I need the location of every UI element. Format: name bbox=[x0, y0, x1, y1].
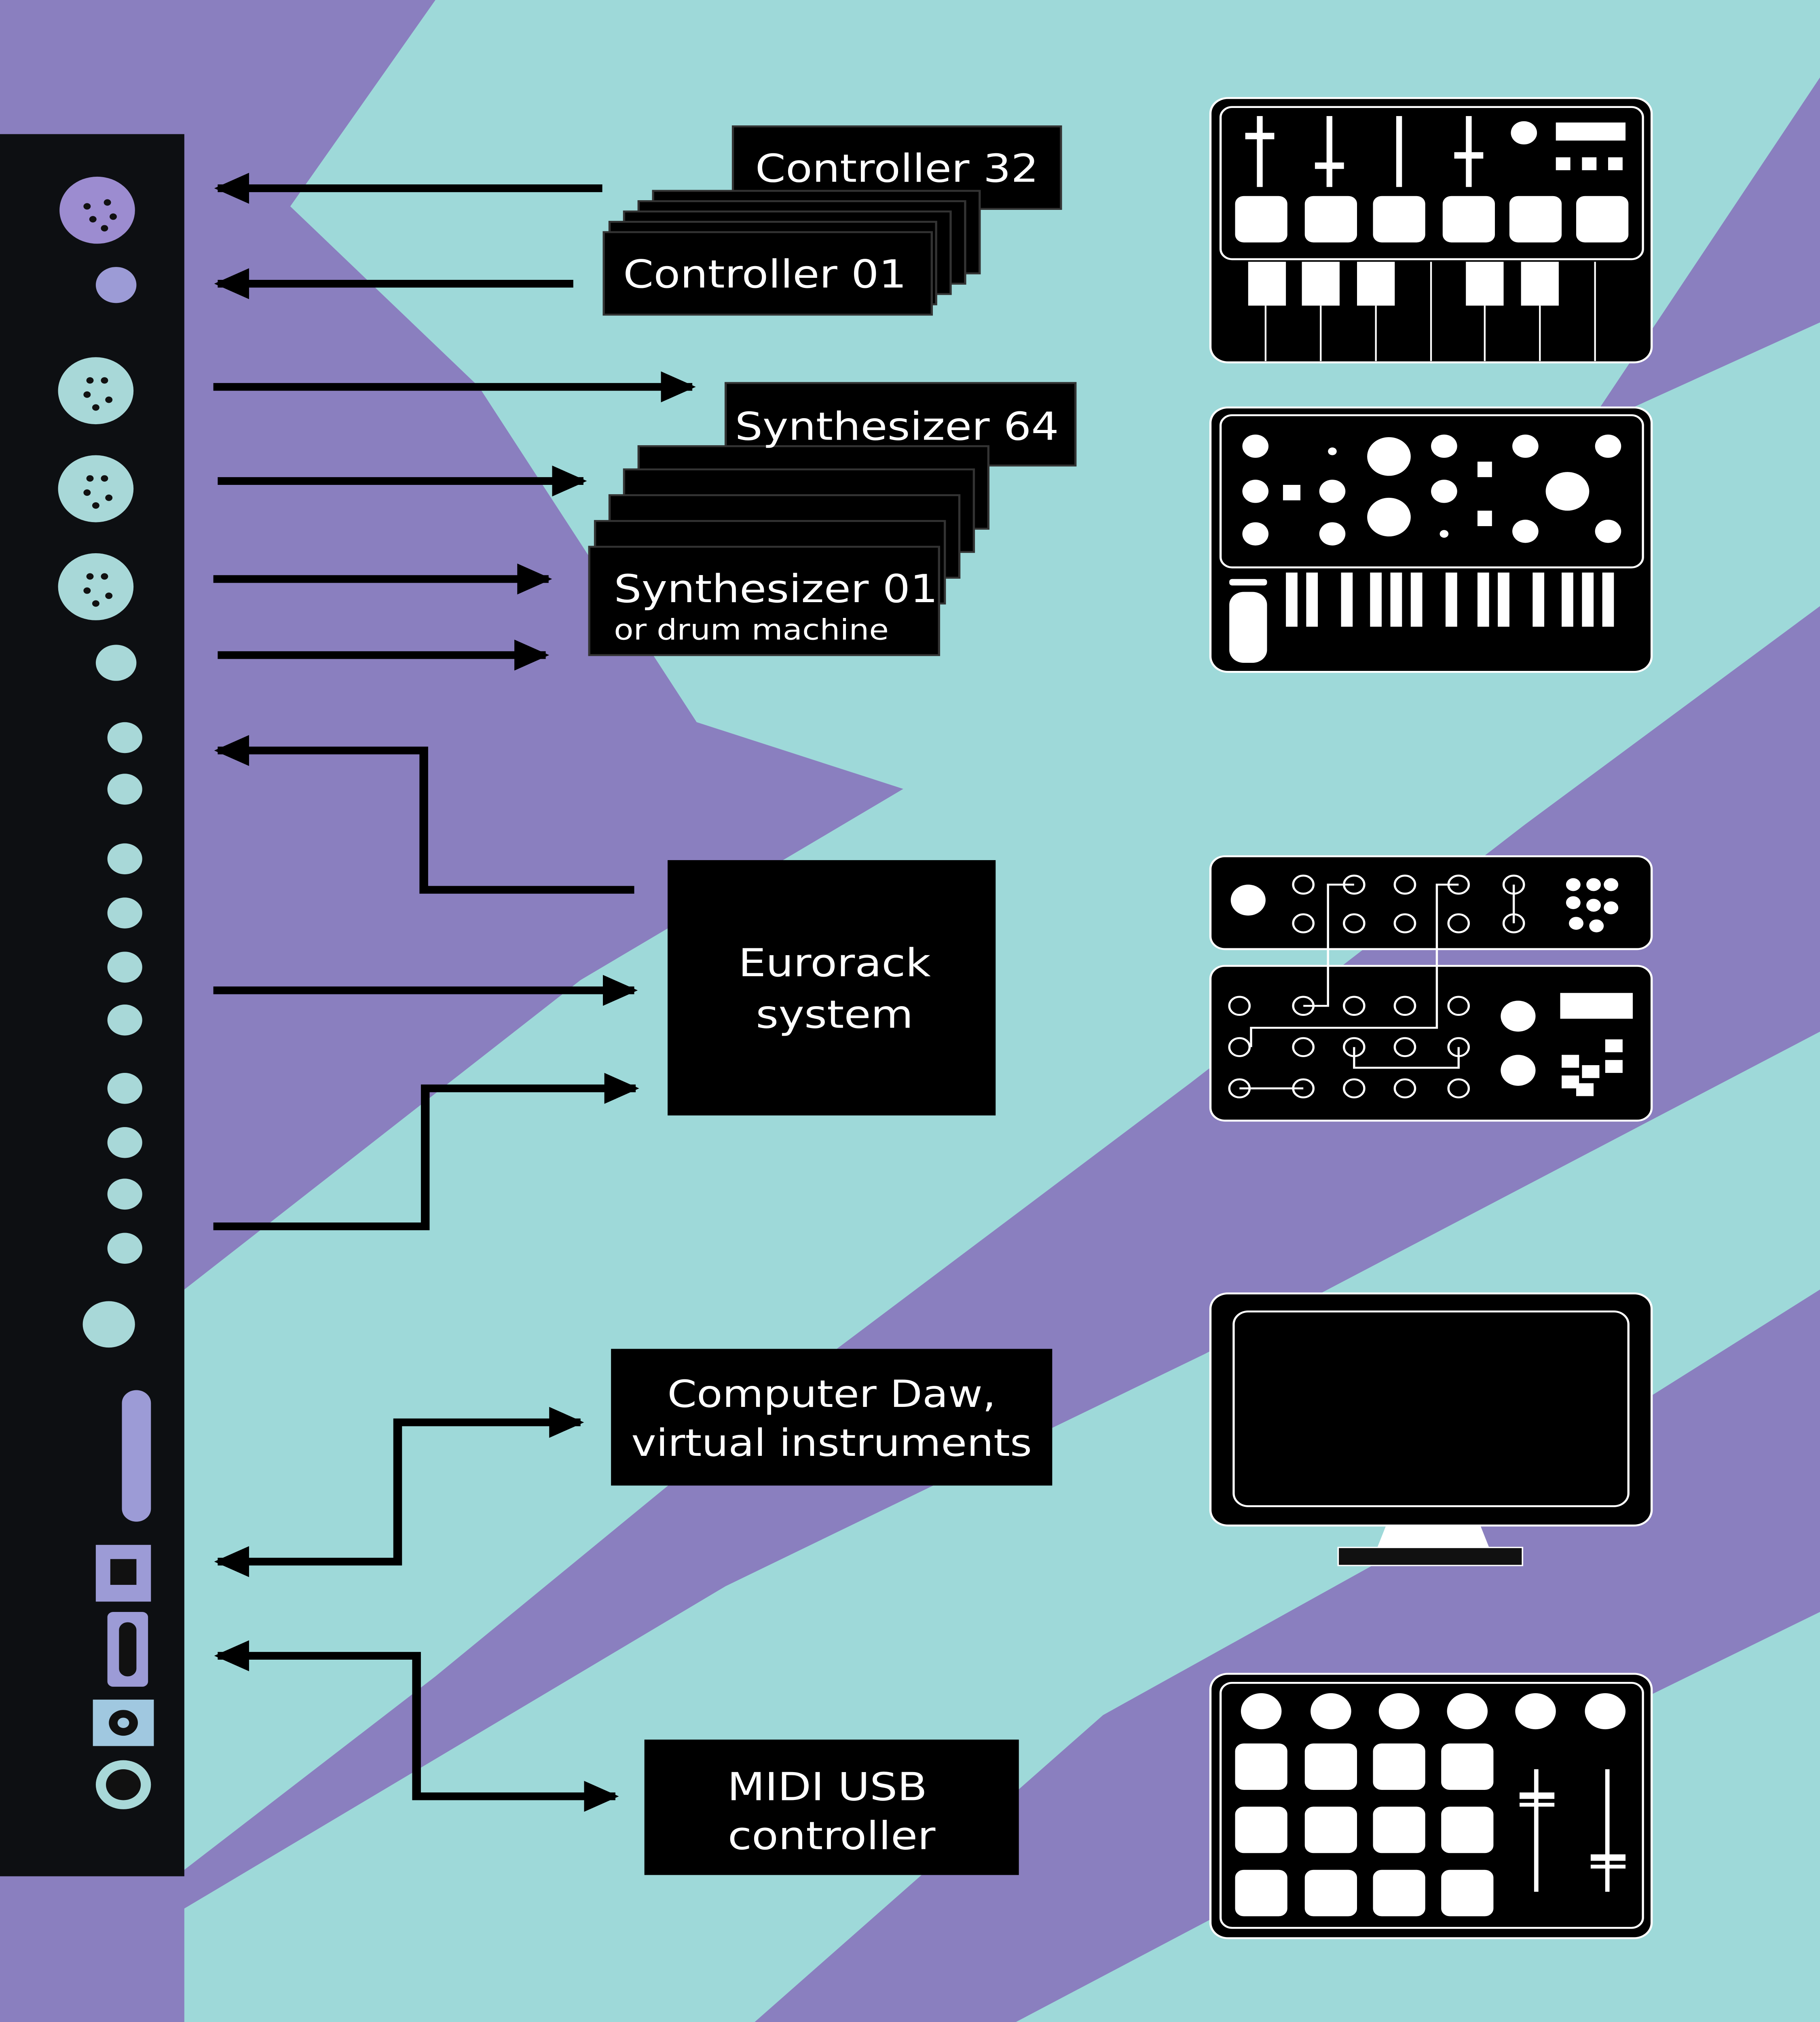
midi-usb-box bbox=[644, 1739, 1019, 1875]
controller-32-label: Controller 32 bbox=[755, 146, 1039, 191]
eurorack-label-2: system bbox=[756, 992, 913, 1037]
midi-din-port[interactable] bbox=[59, 176, 135, 244]
computer-box bbox=[611, 1349, 1053, 1486]
slot-port[interactable] bbox=[122, 1390, 151, 1522]
synthesizer-icon bbox=[1209, 406, 1653, 673]
arrow-eurorack-cv bbox=[213, 1073, 639, 1231]
midi-controller-keyboard-icon bbox=[1209, 97, 1653, 364]
controller-01-label: Controller 01 bbox=[623, 252, 907, 297]
synth-64-label: Synthesizer 64 bbox=[735, 404, 1059, 449]
arrow-computer-usb bbox=[214, 1407, 584, 1577]
jack-ports[interactable] bbox=[82, 645, 142, 1348]
midi-usb-label-1: MIDI USB bbox=[727, 1764, 928, 1810]
synth-01-label: Synthesizer 01 bbox=[614, 567, 938, 612]
synth-01-sublabel: or drum machine bbox=[614, 613, 889, 647]
connection-arrows bbox=[213, 173, 696, 1812]
eurorack-label-1: Eurorack bbox=[738, 941, 931, 986]
computer-label-2: virtual instruments bbox=[631, 1422, 1032, 1465]
dc-jack[interactable] bbox=[95, 1760, 151, 1809]
midi-din-port[interactable] bbox=[58, 455, 134, 522]
arrow-eurorack-in bbox=[214, 735, 634, 894]
power-port[interactable] bbox=[93, 1699, 154, 1746]
arrow-midi-usb bbox=[214, 1640, 619, 1812]
eurorack-box bbox=[668, 860, 996, 1116]
usb-b-port[interactable] bbox=[95, 1545, 151, 1602]
pad-controller-icon bbox=[1209, 1673, 1653, 1940]
midi-din-port[interactable] bbox=[58, 553, 134, 620]
computer-monitor-icon bbox=[1209, 1292, 1653, 1566]
computer-label-1: Computer Daw, bbox=[667, 1373, 996, 1416]
usb-c-port[interactable] bbox=[107, 1612, 148, 1687]
interface-panel bbox=[0, 134, 184, 1876]
eurorack-modules-icon bbox=[1209, 855, 1653, 1122]
controller-stack bbox=[602, 125, 1062, 316]
midi-din-port[interactable] bbox=[58, 357, 134, 425]
synth-stack bbox=[588, 382, 1077, 656]
jack-port[interactable] bbox=[95, 267, 137, 303]
midi-usb-label-2: controller bbox=[728, 1813, 936, 1859]
